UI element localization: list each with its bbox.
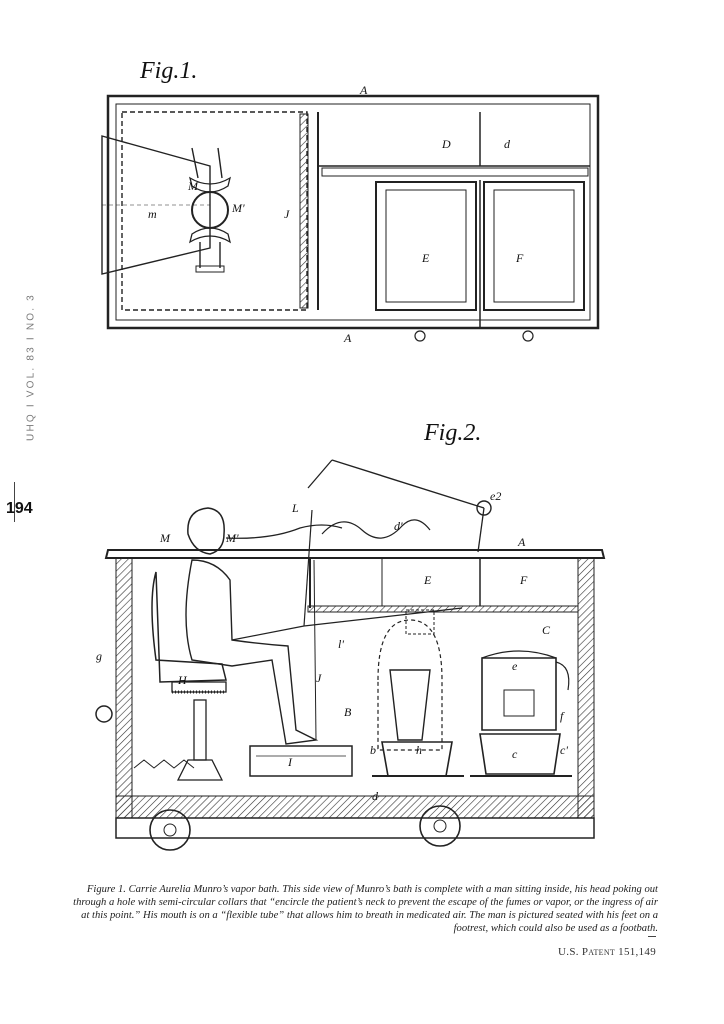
patent-drawing-svg: Fig.1. A A D d E <box>95 58 606 851</box>
fig2-label-a: A <box>517 535 526 549</box>
fig2-label-m: M <box>159 531 171 545</box>
fig1-label-m-prime: M' <box>231 201 245 215</box>
fig2-label-f: f <box>560 709 565 723</box>
fig2-label-i: I <box>287 755 293 769</box>
fig2-label-l: L <box>291 501 299 515</box>
folio-rule <box>14 482 15 522</box>
fig1-cabinet-top-view <box>101 94 600 342</box>
caption-dash <box>648 936 656 937</box>
fig2-label-j: J <box>316 671 322 685</box>
fig2-labels: A B C E F H I J L M M' g e c h b' c' f d… <box>96 489 568 803</box>
fig2-label-h: H <box>177 673 188 687</box>
fig1-label-m-upper: M <box>187 179 199 193</box>
fig2-label-m-prime: M' <box>225 531 239 545</box>
fig2-label-b: B <box>344 705 352 719</box>
fig2-cabinet-side-view <box>95 459 606 851</box>
running-head: UHQ I VOL. 83 I NO. 3 <box>25 293 37 441</box>
fig2-label-h-vessel: h <box>416 743 422 757</box>
fig2-label-g: g <box>96 649 102 663</box>
fig2-title: Fig.2. <box>423 420 481 446</box>
fig2-label-b-prime: b' <box>370 743 379 757</box>
patent-drawing: Fig.1. A A D d E <box>60 40 660 870</box>
fig2-label-d: d <box>372 789 379 803</box>
fig1-label-a-bottom: A <box>343 331 352 345</box>
fig1-labels: A A D d E F J m M M' <box>148 83 524 345</box>
fig2-label-e-vessel: e <box>512 659 518 673</box>
fig1-label-d-lower: d <box>504 137 511 151</box>
fig1-label-a-top: A <box>359 83 368 97</box>
fig2-label-c-prime: c' <box>560 743 568 757</box>
fig1-label-m-lower: m <box>148 207 157 221</box>
fig1-title: Fig.1. <box>139 58 197 84</box>
fig2-label-l-prime: l' <box>338 637 344 651</box>
fig2-label-d-prime: d' <box>394 519 403 533</box>
fig1-label-d-upper: D <box>441 137 451 151</box>
figure-caption: Figure 1. Carrie Aurelia Munro’s vapor b… <box>73 883 658 934</box>
fig2-label-e: E <box>423 573 432 587</box>
fig2-label-c-vessel: c <box>512 747 518 761</box>
page-number: 194 <box>6 500 33 517</box>
fig1-label-j: J <box>284 207 290 221</box>
fig1-label-f: F <box>515 251 524 265</box>
fig2-label-f: F <box>519 573 528 587</box>
fig2-label-c: C <box>542 623 551 637</box>
fig1-label-e: E <box>421 251 430 265</box>
fig2-label-e2: e2 <box>490 489 501 503</box>
patent-source: U.S. Patent 151,149 <box>558 946 656 958</box>
sidebar: UHQ I VOL. 83 I NO. 3 <box>18 252 44 482</box>
